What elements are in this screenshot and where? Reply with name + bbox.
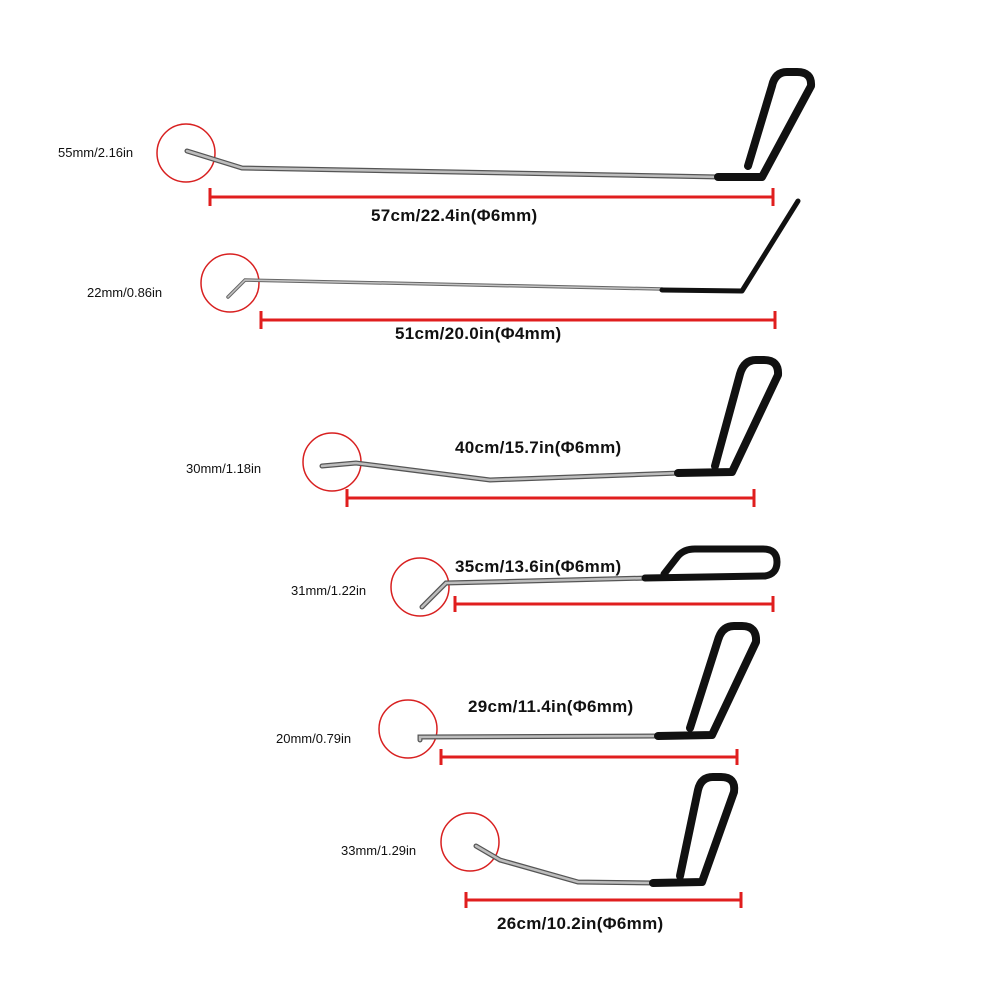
measure-line — [464, 892, 743, 908]
tip-size-label: 20mm/0.79in — [276, 731, 352, 746]
flat-loop-handle — [641, 545, 781, 582]
tip-highlight-circle — [440, 812, 500, 872]
length-label: 51cm/20.0in(Φ4mm) — [395, 324, 562, 343]
length-label: 40cm/15.7in(Φ6mm) — [455, 438, 622, 457]
tool-4 — [390, 545, 781, 617]
rod — [226, 278, 664, 299]
measure-line — [345, 489, 756, 507]
measure-line — [208, 188, 775, 206]
tip-size-label: 30mm/1.18in — [186, 461, 262, 476]
tip-highlight-circle — [378, 699, 438, 759]
loop-handle — [674, 356, 783, 477]
length-label: 35cm/13.6in(Φ6mm) — [455, 557, 622, 576]
tool-1 — [156, 68, 816, 206]
tip-highlight-circle — [390, 557, 450, 617]
tip-size-label: 31mm/1.22in — [291, 583, 367, 598]
loop-handle — [649, 773, 739, 887]
tip-highlight-circle — [156, 123, 216, 183]
bent-handle — [659, 198, 801, 294]
measure-line — [453, 596, 775, 612]
measure-line — [439, 749, 739, 765]
tip-size-label: 55mm/2.16in — [58, 145, 134, 160]
loop-handle — [654, 622, 761, 740]
tip-size-label: 22mm/0.86in — [87, 285, 163, 300]
length-label: 29cm/11.4in(Φ6mm) — [468, 697, 634, 716]
loop-handle — [714, 68, 816, 181]
tip-highlight-circle — [200, 253, 260, 313]
tool-3 — [302, 356, 783, 507]
length-label: 26cm/10.2in(Φ6mm) — [497, 914, 664, 933]
measure-line — [259, 311, 777, 329]
tool-5 — [378, 622, 761, 765]
length-label: 57cm/22.4in(Φ6mm) — [371, 206, 538, 225]
tool-6 — [440, 773, 743, 908]
tip-size-label: 33mm/1.29in — [341, 843, 417, 858]
tool-2 — [200, 198, 801, 329]
